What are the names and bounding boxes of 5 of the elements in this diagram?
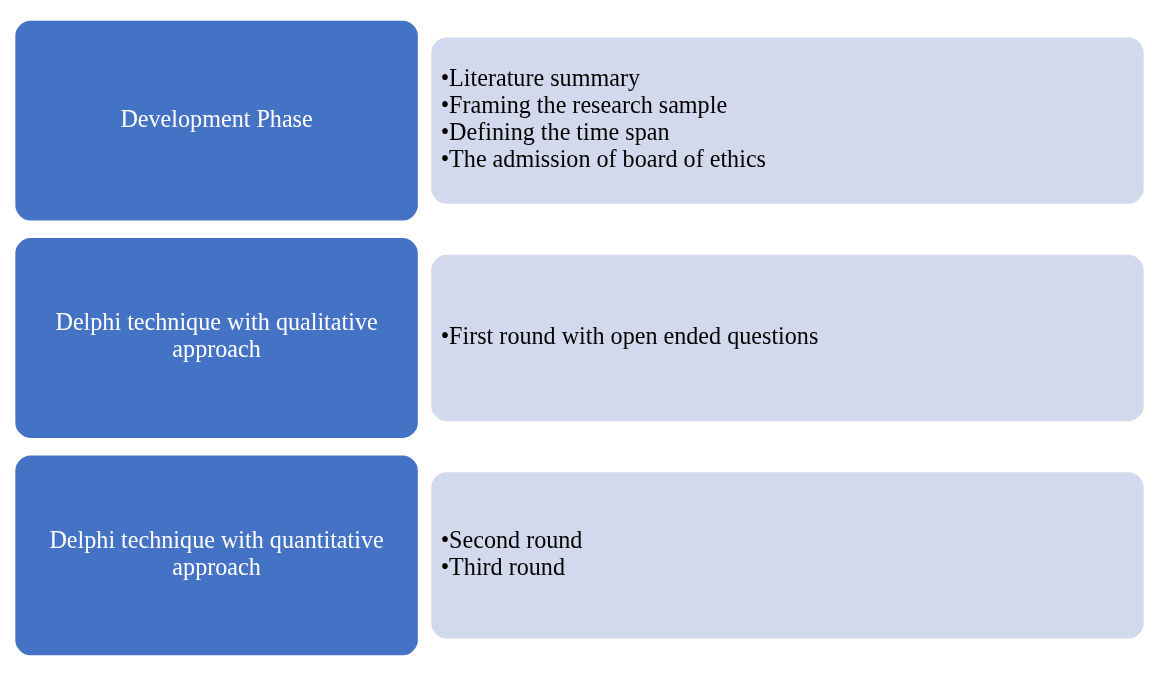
- node-box: Delphi technique with quantitative approach: [12, 452, 421, 658]
- node-box: •Second round •Third round: [428, 469, 1147, 641]
- node-box: Development Phase: [12, 17, 421, 223]
- node-box: •First round with open ended questions: [428, 251, 1147, 424]
- node-box: •Literature summary •Framing the research sample •Defining the time span •The admission of board of ethics: [428, 34, 1147, 206]
